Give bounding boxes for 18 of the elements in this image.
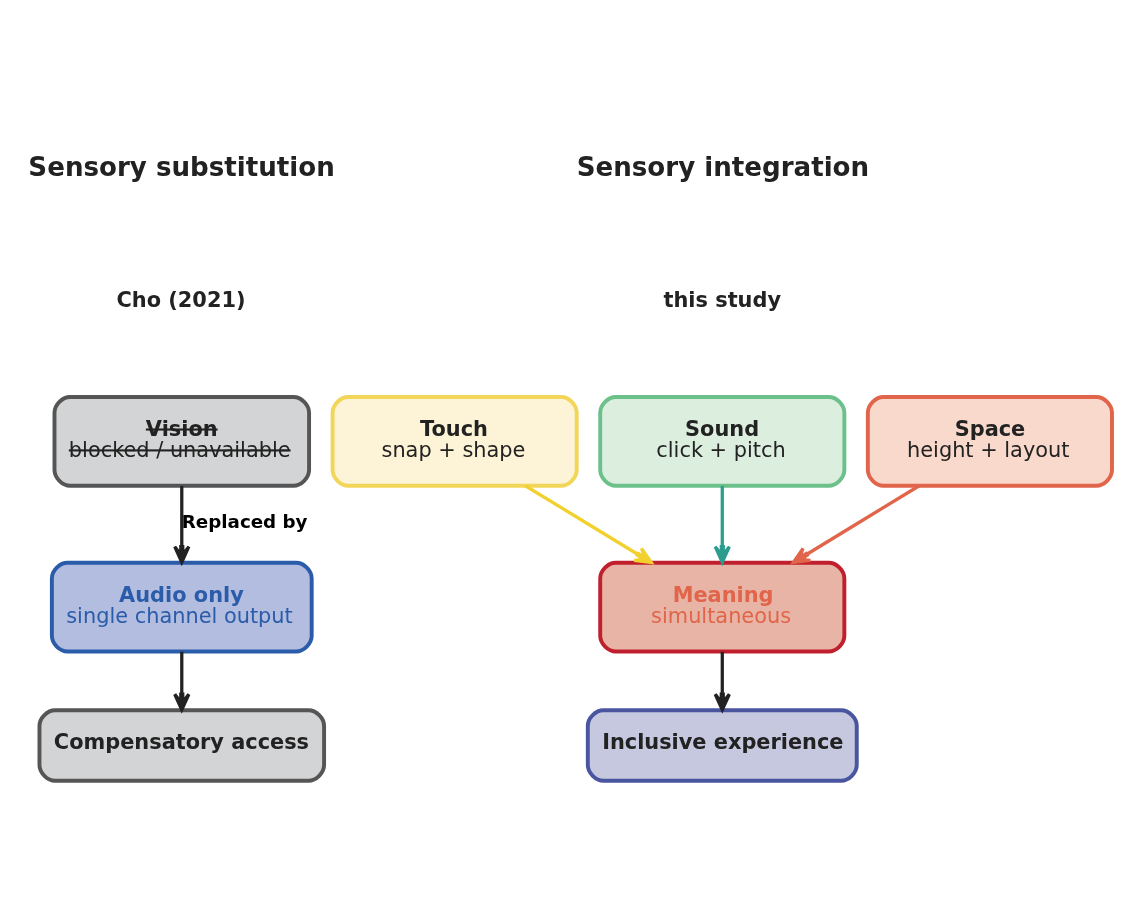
label: this study [663,287,782,312]
node-box: Audio only single channel output [49,560,314,653]
arrow [713,485,731,564]
node-box: Space height + layout [865,394,1114,488]
node-box: Inclusive experience [585,707,859,783]
edge-label: Replaced by [181,510,308,532]
arrow [173,485,191,564]
arrow [713,651,731,711]
node-box: Meaning simultaneous [598,560,847,653]
label: Sensory substitution [28,151,335,182]
label: Cho (2021) [116,287,246,312]
arrow [524,483,653,564]
node-box: Compensatory access [37,707,327,783]
arrow [173,651,191,711]
node-box: Touch snap + shape [330,394,579,488]
node-box: Vision blocked / unavailable [52,394,312,488]
label: Sensory integration [576,151,870,182]
node-box: Sound click + pitch [598,394,847,488]
